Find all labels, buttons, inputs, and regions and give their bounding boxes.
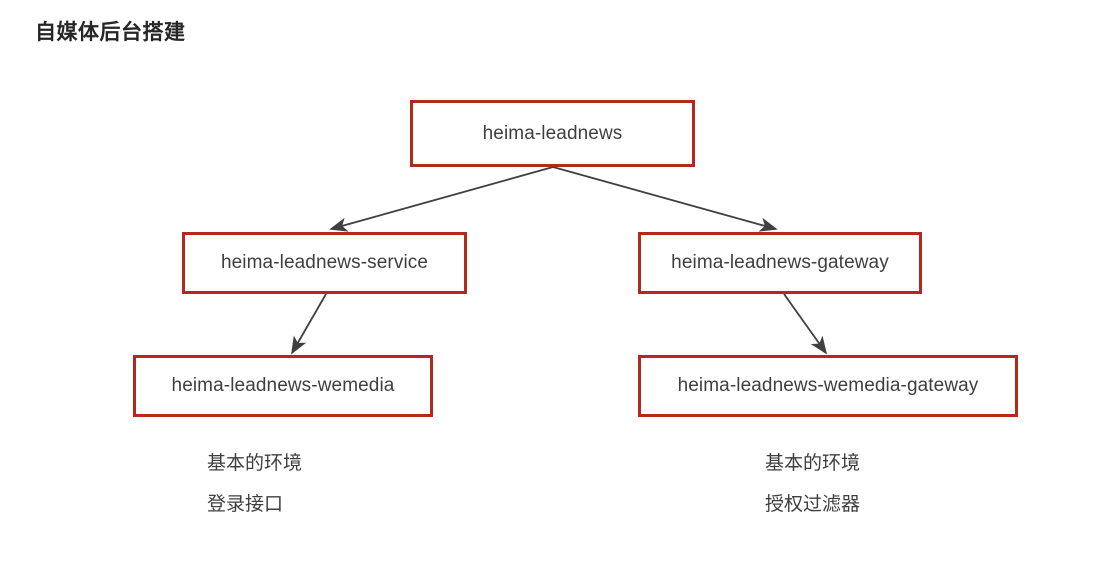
edge-gateway-to-wemedia-gateway	[783, 293, 828, 355]
caption-line: 登录接口	[207, 494, 284, 515]
node-label: heima-leadnews-gateway	[671, 252, 889, 273]
caption-group-left: 基本的环境 登录接口	[207, 443, 302, 525]
caption-line: 基本的环境	[207, 453, 303, 474]
caption-group-right: 基本的环境 授权过滤器	[765, 443, 860, 525]
node-heima-leadnews-gateway[interactable]: heima-leadnews-gateway	[638, 232, 922, 294]
caption-line: 基本的环境	[765, 453, 861, 474]
node-label: heima-leadnews-wemedia	[171, 375, 395, 396]
node-label: heima-leadnews-wemedia-gateway	[677, 375, 979, 396]
node-heima-leadnews-wemedia-gateway[interactable]: heima-leadnews-wemedia-gateway	[638, 355, 1018, 417]
caption-line: 授权过滤器	[765, 494, 861, 515]
edge-root-to-gateway	[552, 166, 778, 232]
edge-root-to-service	[329, 166, 554, 232]
edge-service-to-wemedia	[291, 293, 327, 355]
node-label: heima-leadnews-service	[220, 252, 429, 273]
node-heima-leadnews[interactable]: heima-leadnews	[410, 100, 695, 167]
node-label: heima-leadnews	[482, 122, 623, 144]
page-title: 自媒体后台搭建	[35, 21, 186, 44]
node-heima-leadnews-service[interactable]: heima-leadnews-service	[182, 232, 467, 294]
node-heima-leadnews-wemedia[interactable]: heima-leadnews-wemedia	[133, 355, 433, 417]
